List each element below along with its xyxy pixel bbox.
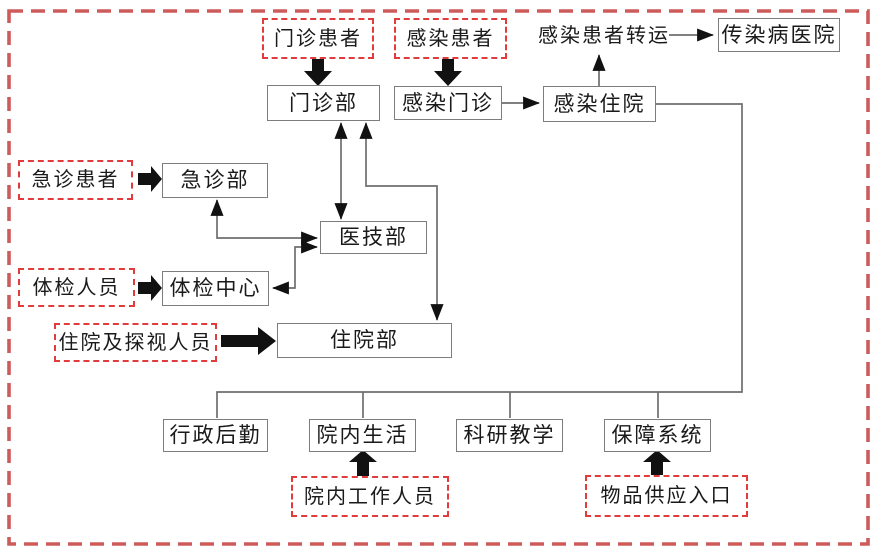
node-emergency-dept: 急诊部: [162, 163, 268, 198]
node-outpatient-dept: 门诊部: [267, 85, 380, 121]
node-medical-tech-dept: 医技部: [320, 221, 427, 254]
node-infectious-disease-hospital: 传染病医院: [718, 18, 840, 52]
entry-hospital-staff: 院内工作人员: [291, 476, 449, 517]
entry-checkup-personnel: 体检人员: [18, 268, 135, 307]
block-arrow-right-inpatient-visitors: [221, 327, 276, 355]
node-support-system: 保障系统: [604, 419, 711, 452]
connector-outpatient-dept-inpatient-dept: [359, 122, 444, 321]
block-arrow-right-emergency-patients: [138, 166, 162, 192]
block-arrow-up-supply-entrance: [643, 450, 671, 476]
node-admin-logistics: 行政后勤: [163, 419, 268, 452]
entry-supply-entrance: 物品供应入口: [585, 475, 748, 517]
entry-outpatient-patients: 门诊患者: [262, 18, 374, 59]
node-inpatient-dept: 住院部: [277, 323, 452, 358]
outer-dashed-border: [7, 9, 870, 546]
entry-emergency-patients: 急诊患者: [18, 160, 133, 200]
node-checkup-center: 体检中心: [162, 271, 269, 306]
block-arrow-right-checkup-personnel: [138, 275, 162, 301]
node-research-teaching: 科研教学: [456, 419, 563, 452]
node-infection-clinic: 感染门诊: [394, 86, 502, 120]
node-infection-inpatient: 感染住院: [543, 86, 656, 122]
label-infected-transfer: 感染患者转运: [538, 25, 670, 47]
connector-bus-infection-inpatient-to-bottom-row: [216, 103, 743, 418]
block-arrow-up-hospital-staff: [349, 450, 377, 476]
entry-inpatient-visitors: 住院及探视人员: [54, 323, 217, 362]
connector-medical-tech-checkup-center: [272, 240, 318, 295]
block-arrow-down-infected-patients: [434, 57, 462, 86]
connector-emergency-dept-medical-tech: [210, 199, 318, 245]
node-hospital-life: 院内生活: [309, 419, 416, 452]
block-arrow-down-outpatient-patients: [304, 57, 332, 86]
entry-infected-patients: 感染患者: [394, 18, 507, 59]
